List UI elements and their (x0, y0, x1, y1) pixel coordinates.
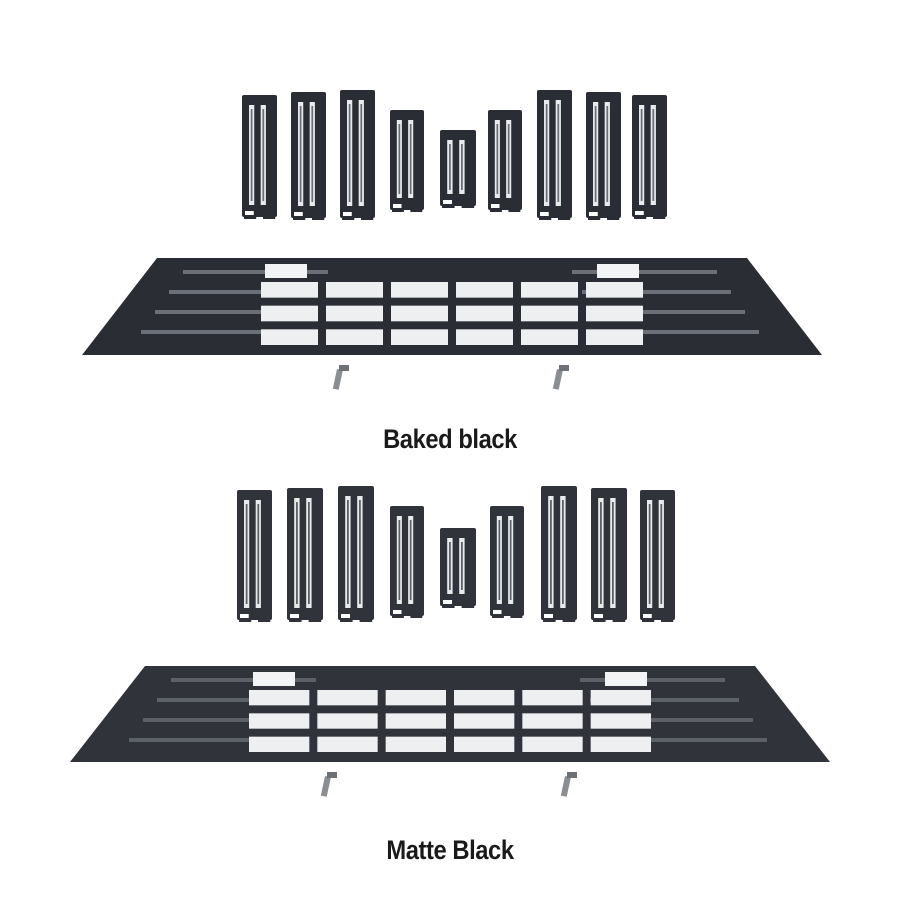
lower-grille-panel (82, 258, 822, 355)
product-section-baked-black: Baked black (82, 90, 822, 454)
vertical-slat-1 (242, 95, 277, 219)
mounting-clip-2 (552, 365, 569, 390)
vertical-slat-6 (488, 110, 522, 212)
vertical-slat-8 (586, 92, 621, 220)
vertical-slat-6 (490, 506, 524, 618)
vertical-slat-7 (537, 90, 572, 220)
vertical-slat-3 (338, 486, 374, 622)
finish-label-matte-black: Matte Black (386, 835, 514, 865)
vertical-slat-2 (291, 92, 326, 220)
product-section-matte-black: Matte Black (0, 470, 900, 900)
matte-black-grille-photo (70, 486, 830, 797)
mounting-clip-2 (560, 772, 577, 797)
vertical-slat-3 (340, 90, 375, 220)
mounting-clip-1 (320, 772, 337, 797)
vertical-slat-2 (287, 488, 323, 622)
baked-black-grille-photo (82, 90, 822, 390)
vertical-slat-7 (541, 486, 577, 622)
vertical-slat-9 (632, 95, 667, 219)
vertical-slat-5 (440, 528, 476, 608)
lower-grille-panel (70, 666, 830, 762)
finish-label-baked-black: Baked black (383, 424, 517, 454)
vertical-slat-8 (591, 488, 627, 622)
vertical-slat-4 (390, 110, 424, 212)
mounting-clip-1 (332, 365, 349, 390)
vertical-slat-5 (440, 130, 476, 208)
vertical-slat-4 (390, 506, 424, 618)
vertical-slat-1 (237, 490, 272, 622)
vertical-slat-9 (640, 490, 675, 622)
